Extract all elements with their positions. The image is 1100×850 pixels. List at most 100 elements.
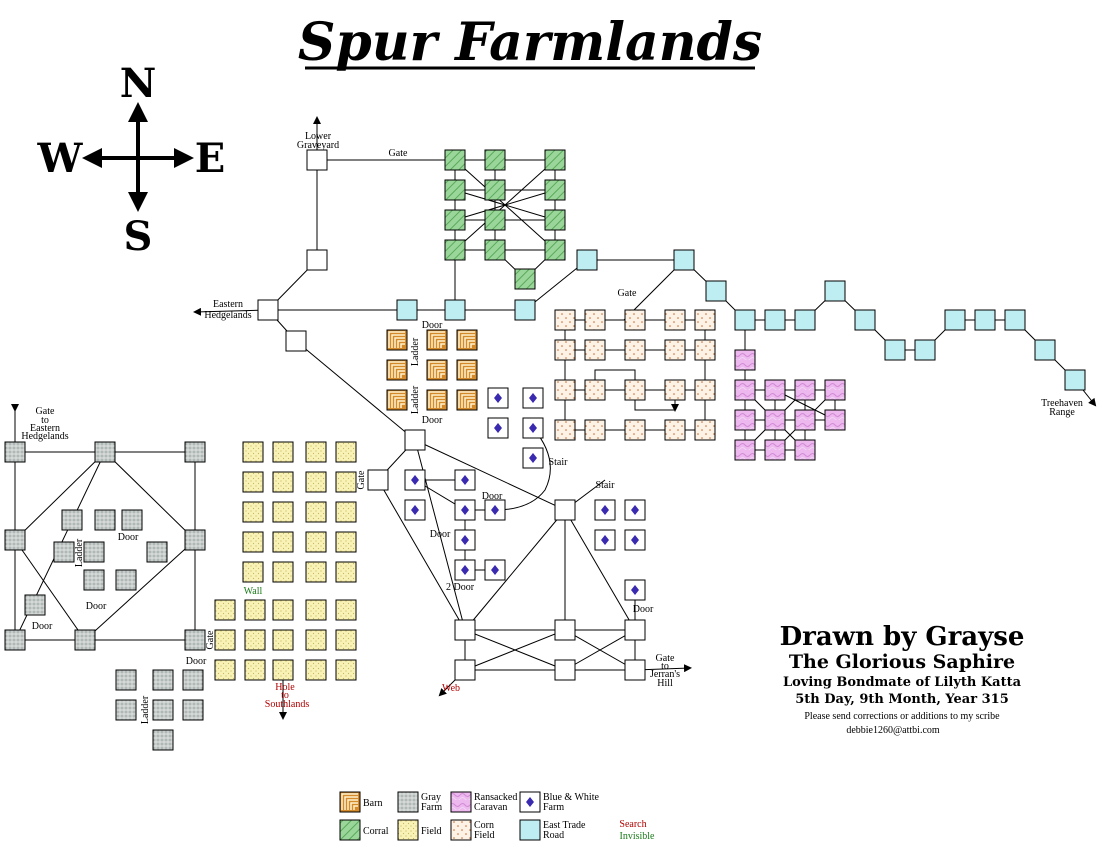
- corral-room: [444, 239, 466, 261]
- corral-room: [544, 149, 566, 171]
- corn-room: [664, 419, 686, 441]
- corn-room: [694, 339, 716, 361]
- blue-white-room: [624, 579, 646, 601]
- legend-label: Barn: [363, 798, 382, 809]
- label-ladder: Ladder: [74, 538, 85, 567]
- field-room: [335, 561, 357, 583]
- legend-label: Blue & White: [543, 792, 599, 803]
- legend-swatch-bw: [519, 791, 541, 813]
- legend-label: East Trade: [543, 820, 586, 831]
- corn-room: [664, 309, 686, 331]
- field-room: [335, 531, 357, 553]
- road-room: [444, 299, 466, 321]
- corn-room: [554, 309, 576, 331]
- credit-author: Drawn by Grayse: [780, 622, 1025, 652]
- label-hole: Hole: [275, 682, 295, 693]
- corral-room: [484, 179, 506, 201]
- path-room: [285, 330, 307, 352]
- label-gate: Gate: [205, 630, 216, 649]
- field-room: [305, 659, 327, 681]
- label-gate-to-eh: Eastern: [30, 423, 60, 434]
- gray-farm-room: [184, 629, 206, 651]
- blue-white-room: [522, 387, 544, 409]
- path-room: [454, 659, 476, 681]
- label-gate-to-jerrans: Gate: [656, 653, 675, 664]
- label-lower-graveyard: Lower: [305, 131, 332, 142]
- field-room: [335, 501, 357, 523]
- label-stair: Stair: [549, 457, 569, 468]
- field-room: [214, 599, 236, 621]
- blue-white-room: [594, 529, 616, 551]
- caravan-room: [764, 439, 786, 461]
- road-room: [854, 309, 876, 331]
- label-wall: Wall: [244, 586, 263, 597]
- legend-item-corral: Corral: [339, 819, 389, 841]
- legend-swatch-road: [519, 819, 541, 841]
- gray-farm-room: [184, 529, 206, 551]
- legend-label: Corn: [474, 820, 494, 831]
- caravan-room: [734, 379, 756, 401]
- label-gate: Gate: [618, 288, 637, 299]
- field-room: [272, 441, 294, 463]
- field-room: [335, 441, 357, 463]
- corral-room: [544, 239, 566, 261]
- corral-room: [544, 209, 566, 231]
- corn-room: [584, 339, 606, 361]
- gray-farm-room: [184, 441, 206, 463]
- legend-label: Farm: [421, 802, 442, 813]
- field-room: [305, 531, 327, 553]
- caravan-room: [824, 379, 846, 401]
- compass-west: W: [37, 135, 84, 182]
- gray-farm-room: [182, 669, 204, 691]
- compass-south: S: [124, 213, 153, 260]
- field-room: [305, 561, 327, 583]
- field-room: [272, 531, 294, 553]
- corn-room: [694, 419, 716, 441]
- field-room: [244, 659, 266, 681]
- road-room: [1064, 369, 1086, 391]
- label-eastern-hedgelands: Eastern: [213, 299, 243, 310]
- blue-white-room: [484, 499, 506, 521]
- compass-north: N: [120, 60, 157, 107]
- legend-label: Field: [474, 830, 495, 841]
- label-gate-to-eh: Hedgelands: [21, 431, 68, 442]
- field-room: [214, 629, 236, 651]
- legend-label: Field: [421, 826, 442, 837]
- blue-white-room: [624, 529, 646, 551]
- road-room: [734, 309, 756, 331]
- caravan-room: [734, 409, 756, 431]
- legend-label: Corral: [363, 826, 389, 837]
- legend-search: Search: [619, 819, 646, 830]
- field-room: [335, 629, 357, 651]
- corn-room: [624, 339, 646, 361]
- road-room: [794, 309, 816, 331]
- gray-farm-room: [94, 441, 116, 463]
- gray-farm-room: [61, 509, 83, 531]
- corn-room: [584, 379, 606, 401]
- blue-white-room: [404, 499, 426, 521]
- barn-room: [386, 359, 408, 381]
- gray-farm-room: [152, 669, 174, 691]
- legend-item-field: Field: [397, 819, 442, 841]
- legend-label: Gray: [421, 792, 441, 803]
- map-labels: Lower Graveyard Gate Eastern Hedgelands …: [21, 131, 1083, 724]
- blue-white-room: [454, 559, 476, 581]
- legend-label: Farm: [543, 802, 564, 813]
- compass-rose: N S W E: [37, 60, 226, 260]
- gray-farm-room: [146, 541, 168, 563]
- road-room: [914, 339, 936, 361]
- path-room: [554, 619, 576, 641]
- field-room: [335, 471, 357, 493]
- corn-room: [664, 379, 686, 401]
- corral-room: [444, 209, 466, 231]
- gray-farm-room: [53, 541, 75, 563]
- field-room: [242, 561, 264, 583]
- credit-subtitle: The Glorious Saphire: [789, 651, 1015, 673]
- field-room: [242, 531, 264, 553]
- corral-room: [484, 209, 506, 231]
- field-room: [305, 599, 327, 621]
- barn-room: [456, 329, 478, 351]
